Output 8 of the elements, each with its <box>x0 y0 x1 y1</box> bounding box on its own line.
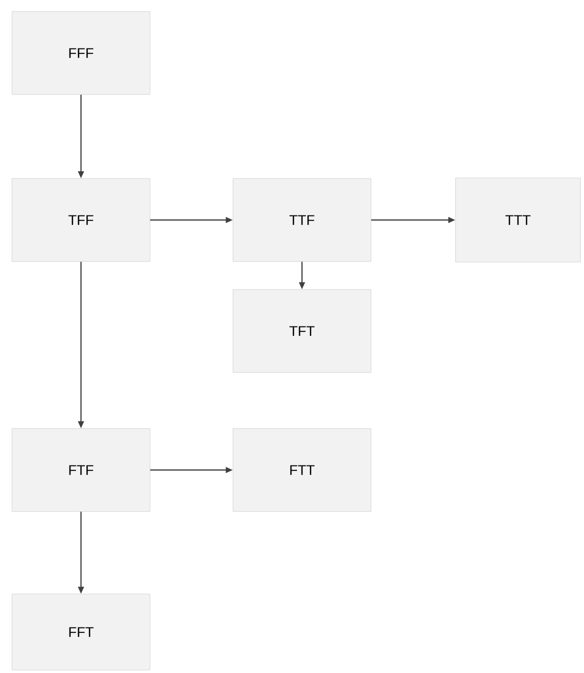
process-box: FTF <box>12 428 150 512</box>
process-box: TTT <box>455 178 581 262</box>
process-box: TTF <box>232 178 372 262</box>
process-box: TFF <box>12 178 150 262</box>
process-box: FTT <box>232 428 372 512</box>
process-box: TFT <box>232 289 372 373</box>
process-box: FFT <box>12 594 150 670</box>
process-box: FFF <box>12 11 150 95</box>
